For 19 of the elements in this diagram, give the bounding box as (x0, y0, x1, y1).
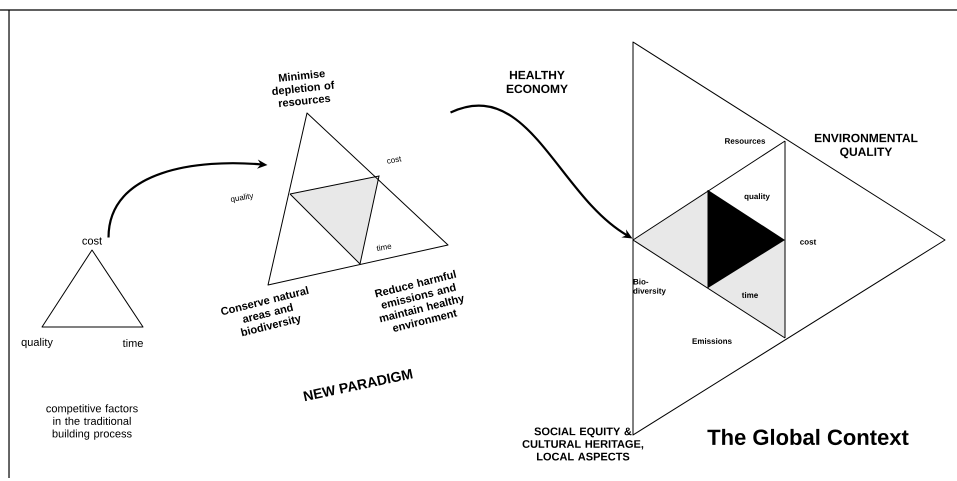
text-label: SOCIAL EQUITY & CULTURAL HERITAGE, LOCAL ASPECTS (522, 428, 644, 460)
text-label: HEALTHY ECONOMY (506, 70, 568, 94)
triangle-drawing (42, 249, 144, 328)
text-label: cost (800, 239, 816, 245)
text-label: competitive factors in the traditional building process (46, 404, 138, 440)
text-label: ENVIRONMENTAL QUALITY (814, 134, 918, 158)
text-label: Resources (725, 138, 766, 144)
text-label: quality (230, 193, 253, 204)
text-label: time (376, 244, 392, 251)
text-label: cost (387, 156, 402, 164)
text-label: Emissions (692, 338, 732, 344)
text-label: cost (82, 237, 102, 245)
text-label: Minimise depletion of resources (272, 70, 334, 108)
text-label: time (742, 292, 758, 298)
text-label: Bio-diversity (633, 278, 666, 296)
text-label: quality (744, 193, 770, 201)
text-label: quality (22, 338, 53, 348)
text-label: time (122, 338, 143, 348)
text-label: The Global Context (707, 428, 909, 446)
